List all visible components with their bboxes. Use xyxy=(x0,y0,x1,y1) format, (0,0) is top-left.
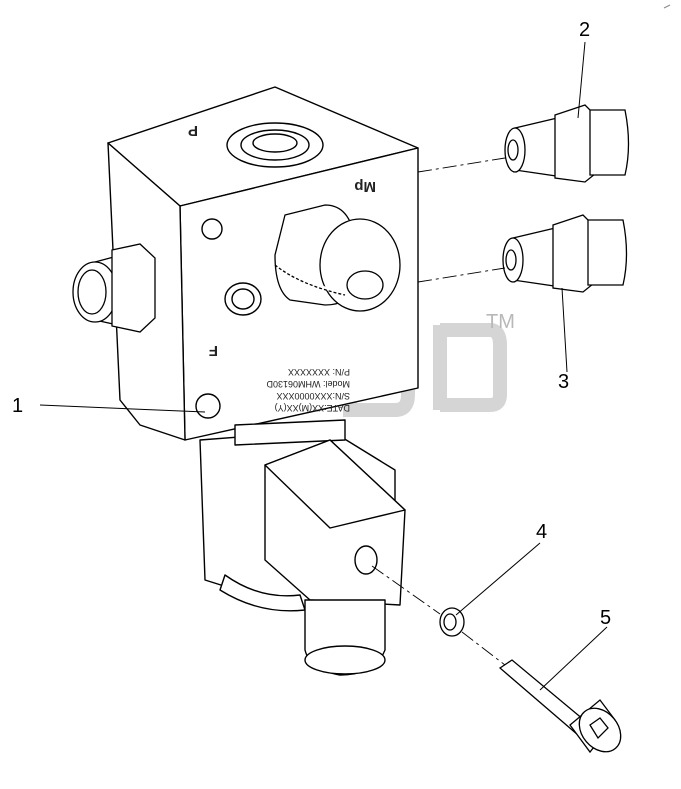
connector-screw-hole xyxy=(354,545,378,575)
gauge-port-cap xyxy=(274,204,401,312)
bolt-item-5 xyxy=(498,659,622,754)
nameplate: DATE:XX(M)XX(Y) S/N:XXX0000XXX Model: WH… xyxy=(266,367,350,413)
leader-3 xyxy=(561,287,568,373)
nameplate-line-4: P/N: XXXXXXX xyxy=(288,367,350,377)
leader-4 xyxy=(455,542,541,616)
mount-hole-upper xyxy=(201,218,223,240)
nameplate-line-3: Model: WHM06130D xyxy=(266,379,350,389)
mount-hole-lower xyxy=(195,393,221,419)
callout-3: 3 xyxy=(558,371,570,393)
callout-5: 5 xyxy=(600,607,612,629)
leader-5 xyxy=(539,626,608,691)
leader-1 xyxy=(39,404,206,413)
assembly-center-lines xyxy=(371,157,506,666)
connector-plug xyxy=(264,439,406,676)
port-label-mp: Mp xyxy=(354,178,376,195)
port-label-f: F xyxy=(209,342,218,359)
washer-item-4 xyxy=(439,607,465,637)
callout-4: 4 xyxy=(536,521,548,543)
callout-2: 2 xyxy=(579,19,591,41)
left-plug-fitting xyxy=(72,243,156,333)
nameplate-line-1: DATE:XX(M)XX(Y) xyxy=(275,403,350,413)
fitting-item-2 xyxy=(504,104,630,183)
leader-lines xyxy=(39,41,608,691)
port-label-top: P xyxy=(188,122,198,139)
corner-mark xyxy=(663,4,671,9)
watermark-trademark: TM xyxy=(486,311,515,333)
callout-1: 1 xyxy=(12,395,24,417)
nameplate-line-2: S/N:XXX0000XXX xyxy=(276,391,350,401)
fitting-item-3 xyxy=(502,214,628,293)
leader-2 xyxy=(577,41,586,119)
